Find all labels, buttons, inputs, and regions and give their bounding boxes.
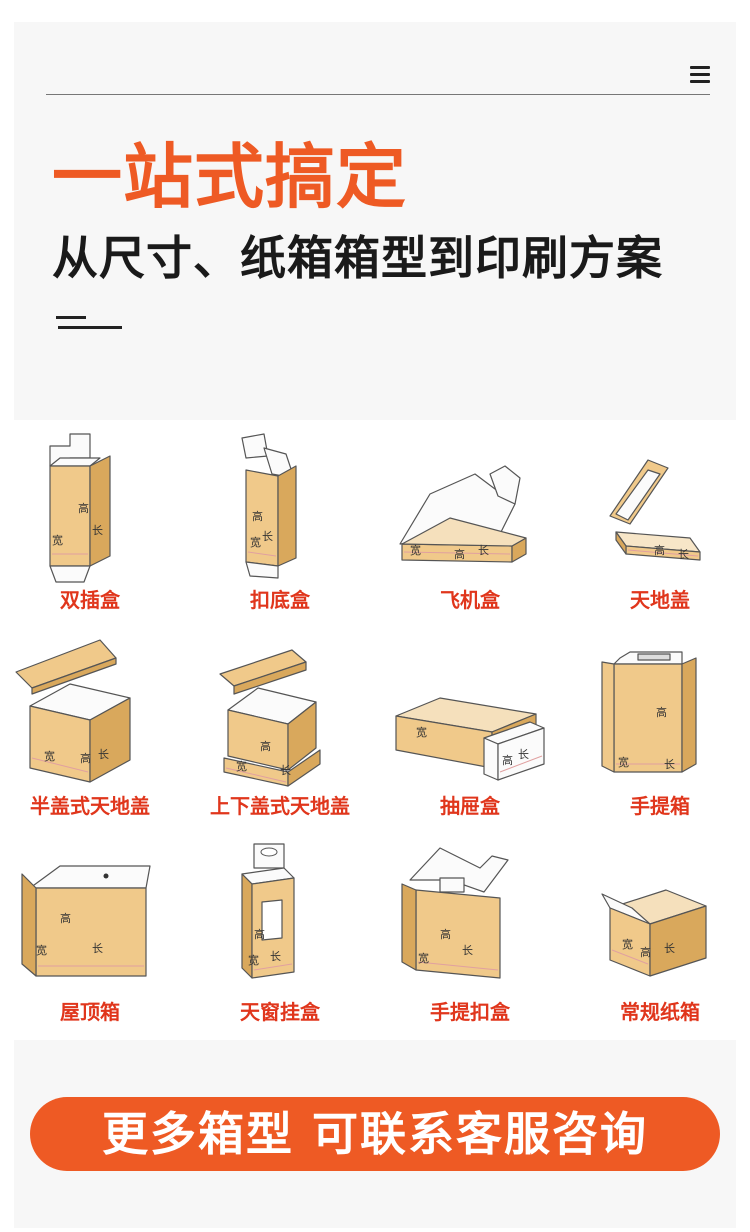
svg-text:长: 长 — [280, 764, 291, 777]
svg-text:宽: 宽 — [248, 953, 259, 967]
svg-text:长: 长 — [262, 530, 273, 543]
headline: 一站式搞定 — [52, 136, 407, 218]
contact-cta-button[interactable]: 更多箱型 可联系客服咨询 — [30, 1097, 720, 1171]
svg-text:高: 高 — [252, 509, 263, 523]
box-type-item[interactable]: 高宽长天窗挂盒 — [190, 838, 370, 1028]
svg-text:长: 长 — [462, 944, 473, 957]
decor-dash-long — [58, 326, 122, 329]
svg-text:宽: 宽 — [52, 533, 63, 547]
svg-text:高: 高 — [260, 739, 271, 753]
svg-text:长: 长 — [478, 544, 489, 557]
box-type-item[interactable]: 高宽 长双插盒 — [0, 426, 180, 616]
svg-text:长: 长 — [92, 524, 103, 537]
svg-text:宽: 宽 — [618, 755, 629, 769]
box-type-label: 屋顶箱 — [60, 1000, 120, 1024]
svg-text:宽: 宽 — [416, 725, 427, 739]
menu-icon[interactable] — [690, 66, 710, 84]
svg-text:高: 高 — [78, 501, 89, 515]
box-type-label: 飞机盒 — [440, 588, 500, 612]
box-type-item[interactable]: 宽 高长飞机盒 — [380, 426, 560, 616]
svg-text:宽: 宽 — [622, 937, 633, 951]
box-type-label: 天地盖 — [630, 588, 690, 612]
svg-text:宽: 宽 — [36, 943, 47, 957]
svg-text:长: 长 — [678, 548, 689, 561]
svg-text:高: 高 — [502, 753, 513, 767]
box-type-item[interactable]: 宽 高长半盖式天地盖 — [0, 632, 180, 822]
box-type-item[interactable]: 宽高长抽屉盒 — [380, 632, 560, 822]
svg-text:高: 高 — [254, 927, 265, 941]
box-type-item[interactable]: 高宽 长手提箱 — [570, 632, 750, 822]
decor-dash-short — [56, 316, 86, 319]
svg-text:宽: 宽 — [44, 749, 55, 763]
svg-text:高: 高 — [60, 911, 71, 925]
svg-text:长: 长 — [270, 950, 281, 963]
top-divider — [46, 94, 710, 95]
svg-text:高: 高 — [656, 705, 667, 719]
svg-text:长: 长 — [664, 758, 675, 771]
box-type-item[interactable]: 高宽长扣底盒 — [190, 426, 370, 616]
svg-text:长: 长 — [518, 748, 529, 761]
svg-text:高: 高 — [80, 751, 91, 765]
box-type-label: 抽屉盒 — [440, 794, 500, 818]
box-type-item[interactable]: 高宽 长手提扣盒 — [380, 838, 560, 1028]
box-type-item[interactable]: 宽高长常规纸箱 — [570, 838, 750, 1028]
svg-text:长: 长 — [98, 748, 109, 761]
header-panel — [14, 22, 736, 420]
svg-text:宽: 宽 — [250, 535, 261, 549]
box-type-label: 双插盒 — [60, 588, 120, 612]
svg-text:长: 长 — [92, 942, 103, 955]
svg-text:宽: 宽 — [418, 951, 429, 965]
svg-text:宽: 宽 — [236, 759, 247, 773]
box-type-label: 常规纸箱 — [620, 1000, 700, 1024]
box-type-label: 手提扣盒 — [430, 1000, 510, 1024]
svg-text:宽: 宽 — [410, 543, 421, 557]
subline: 从尺寸、纸箱箱型到印刷方案 — [52, 231, 663, 285]
svg-text:高: 高 — [640, 945, 651, 959]
svg-text:高: 高 — [454, 547, 465, 561]
box-type-label: 天窗挂盒 — [240, 1000, 320, 1024]
svg-text:高: 高 — [654, 543, 665, 557]
svg-text:高: 高 — [440, 927, 451, 941]
svg-text:长: 长 — [664, 942, 675, 955]
box-type-item[interactable]: 高宽 长屋顶箱 — [0, 838, 180, 1028]
box-type-label: 扣底盒 — [250, 588, 310, 612]
box-type-label: 手提箱 — [630, 794, 690, 818]
box-type-item[interactable]: 高长天地盖 — [570, 426, 750, 616]
box-type-label: 半盖式天地盖 — [30, 794, 150, 818]
box-type-item[interactable]: 高宽 长上下盖式天地盖 — [190, 632, 370, 822]
box-type-label: 上下盖式天地盖 — [210, 794, 350, 818]
